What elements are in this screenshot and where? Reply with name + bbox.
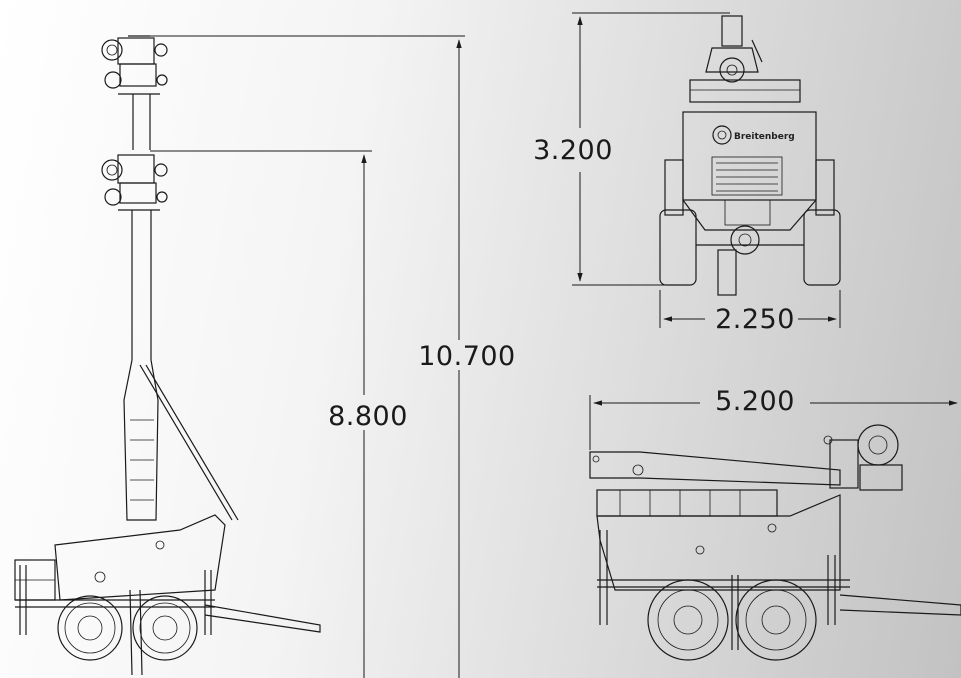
front-height-label: 3.200 <box>533 135 613 166</box>
vent-grille <box>716 162 778 192</box>
brand-logo: Breitenberg <box>712 125 795 145</box>
transport-length-dimension: 5.200 <box>589 386 958 450</box>
transport-length-label: 5.200 <box>715 386 795 417</box>
front-view: Breitenberg <box>659 15 841 296</box>
transport-side-view <box>589 424 961 661</box>
mast-side-view <box>14 35 321 676</box>
second-winch-head <box>101 154 168 211</box>
overall-height-dimension: 10.700 <box>150 35 515 678</box>
mast-height-label: 8.800 <box>328 401 408 432</box>
front-width-dimension: 2.250 <box>659 290 841 335</box>
transport-view-wheels <box>647 579 817 661</box>
front-width-label: 2.250 <box>715 304 795 335</box>
overall-height-label: 10.700 <box>418 341 515 372</box>
mast-view-wheels <box>57 595 198 661</box>
mast-height-dimension: 8.800 <box>150 150 408 678</box>
front-height-dimension: 3.200 <box>533 12 730 286</box>
top-winch-head <box>101 35 168 95</box>
brand-logo-text: Breitenberg <box>734 132 795 142</box>
